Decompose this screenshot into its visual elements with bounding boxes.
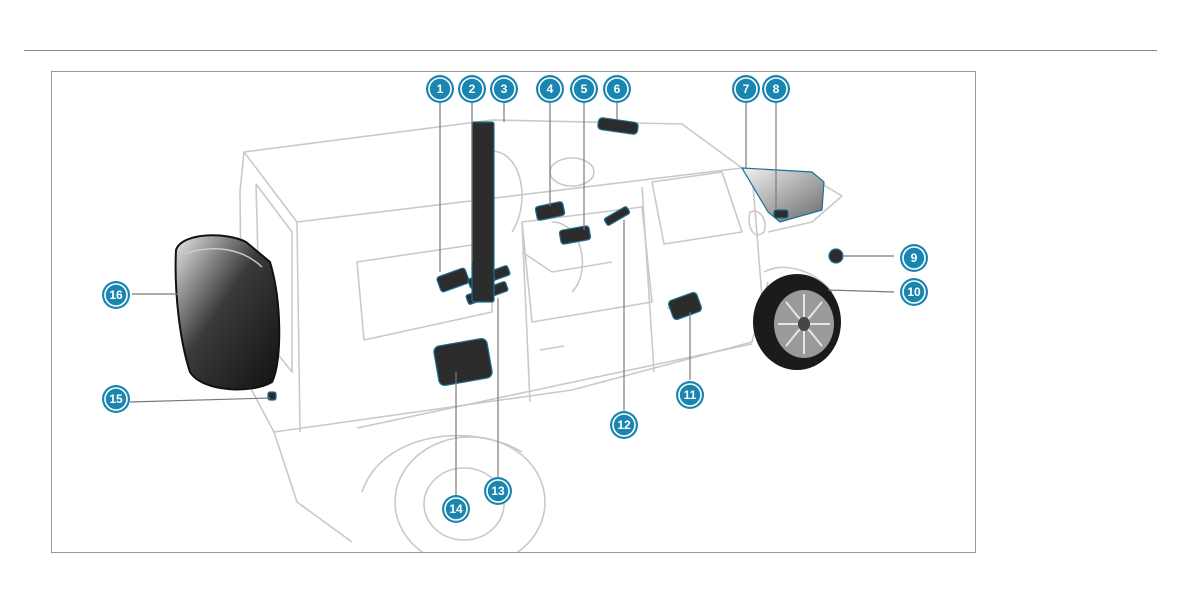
callout-number: 5	[581, 82, 588, 96]
rear-wheel	[362, 436, 545, 553]
callout-number: 1	[437, 82, 444, 96]
callout-number: 11	[684, 388, 697, 402]
callout-10: 10	[900, 278, 928, 306]
callout-7: 7	[732, 75, 760, 103]
callout-number: 14	[449, 502, 463, 516]
callout-1: 1	[426, 75, 454, 103]
callout-number: 16	[109, 288, 123, 302]
callout-15: 15	[102, 385, 130, 413]
callout-number: 12	[617, 418, 631, 432]
callout-number: 2	[469, 82, 476, 96]
callout-16: 16	[102, 281, 130, 309]
callout-9: 9	[900, 244, 928, 272]
callout-5: 5	[570, 75, 598, 103]
callout-6: 6	[603, 75, 631, 103]
callout-11: 11	[676, 381, 704, 409]
callout-number: 6	[614, 82, 621, 96]
front-wheel	[753, 274, 841, 370]
callout-12: 12	[610, 411, 638, 439]
callout-number: 13	[491, 484, 505, 498]
header-rule	[24, 50, 1157, 51]
spare-tire	[176, 235, 280, 389]
callout-14: 14	[442, 495, 470, 523]
callout-number: 3	[501, 82, 508, 96]
callout-number: 9	[911, 251, 918, 265]
callout-3: 3	[490, 75, 518, 103]
callout-13: 13	[484, 477, 512, 505]
highlighted-components	[268, 117, 843, 400]
callout-number: 4	[547, 82, 554, 96]
callout-2: 2	[458, 75, 486, 103]
callout-8: 8	[762, 75, 790, 103]
callout-4: 4	[536, 75, 564, 103]
callout-number: 8	[773, 82, 780, 96]
callout-number: 10	[907, 285, 921, 299]
callout-number: 15	[109, 392, 123, 406]
callout-number: 7	[743, 82, 750, 96]
